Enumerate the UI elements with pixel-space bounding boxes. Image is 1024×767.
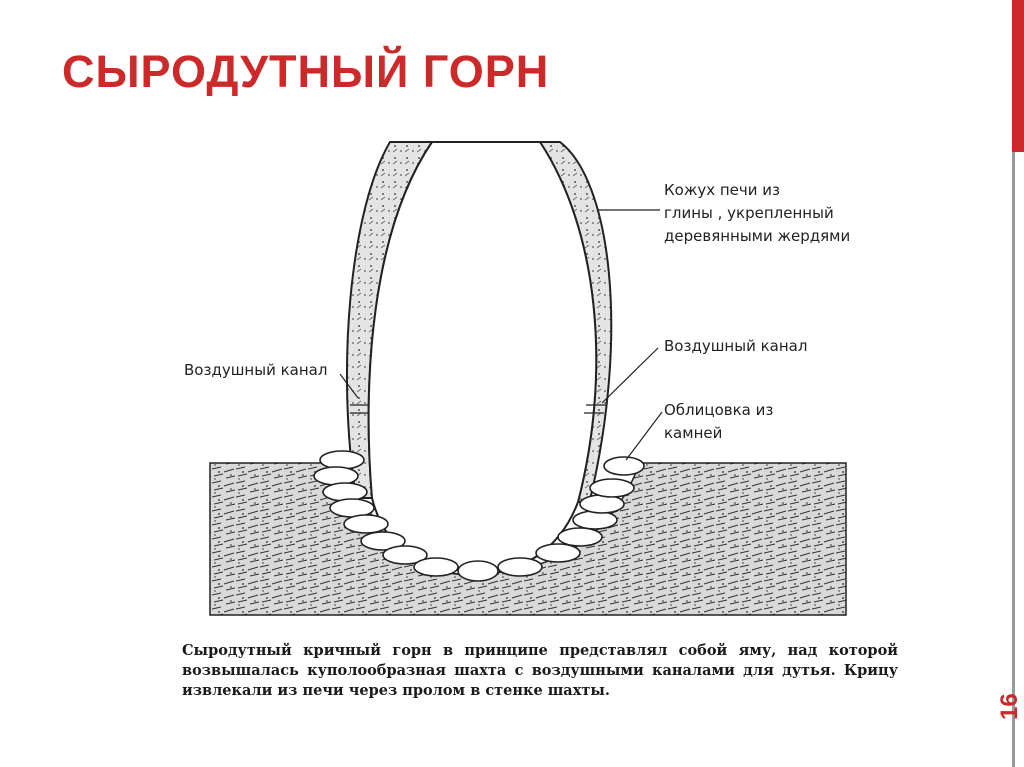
label-air-channel-right: Воздушный канал — [664, 337, 808, 355]
furnace-cavity — [367, 141, 598, 577]
label-shell-line1: Кожух печи из — [664, 181, 781, 199]
figure-caption: Сыродутный кричный горн в принципе предс… — [182, 642, 898, 699]
leader-lining — [625, 411, 663, 461]
furnace-diagram: Кожух печи из глины , укрепленный деревя… — [140, 130, 910, 740]
accent-line — [1012, 152, 1015, 767]
furnace-drawing — [209, 141, 847, 616]
label-lining-line1: Облицовка из — [664, 401, 774, 419]
label-shell-line2: глины , укрепленный — [664, 204, 834, 222]
accent-block — [1012, 0, 1024, 152]
label-lining-line2: камней — [664, 424, 723, 442]
leader-air-left — [339, 373, 359, 399]
label-shell-line3: деревянными жердями — [664, 227, 851, 245]
stone-lining — [313, 450, 645, 582]
slide-title: СЫРОДУТНЫЙ ГОРН — [62, 46, 550, 97]
slide-number: 16 — [996, 693, 1023, 720]
right-accent-bar — [1012, 0, 1024, 767]
leader-air-right — [601, 347, 659, 404]
label-air-channel-left: Воздушный канал — [184, 361, 328, 379]
